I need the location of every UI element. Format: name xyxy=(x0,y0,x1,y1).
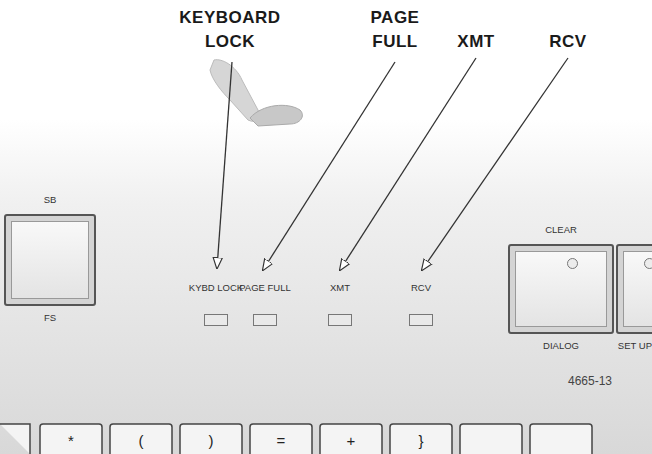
indicator-lamp xyxy=(409,314,433,326)
finger-sketch xyxy=(210,60,259,122)
key-label: SET UP xyxy=(618,340,652,351)
key-label: FS xyxy=(0,312,114,323)
function-key: SBFS xyxy=(4,214,96,306)
indicator-light: XMT xyxy=(300,282,380,293)
indicator-light: PAGE FULL xyxy=(225,282,305,293)
indicator-label: PAGE FULL xyxy=(225,282,305,293)
key-label: CLEAR xyxy=(490,224,632,235)
leader-lines xyxy=(217,58,568,270)
indicator-label: XMT xyxy=(300,282,380,293)
figure-number: 4665-13 xyxy=(550,374,630,388)
indicator-light: RCV xyxy=(381,282,461,293)
key-legend: * xyxy=(61,432,81,449)
key-row xyxy=(0,424,592,454)
callout-label: PAGE FULL xyxy=(360,6,430,54)
key-legend: = xyxy=(271,432,291,449)
indicator-label: RCV xyxy=(381,282,461,293)
key-label: SB xyxy=(0,194,114,205)
key-marker xyxy=(567,258,578,269)
dialog-key: CLEARDIALOG xyxy=(508,244,614,334)
callout-label: RCV xyxy=(538,30,598,54)
indicator-lamp xyxy=(204,314,228,326)
finger-sketch xyxy=(250,105,302,126)
key-label: DIALOG xyxy=(490,340,632,351)
key-legend: + xyxy=(341,432,361,449)
callout-label: KEYBOARD LOCK xyxy=(175,6,285,54)
key-marker xyxy=(644,258,652,269)
key-legend: ( xyxy=(131,432,151,449)
key-legend: } xyxy=(411,432,431,449)
indicator-lamp xyxy=(253,314,277,326)
indicator-lamp xyxy=(328,314,352,326)
callout-label: XMT xyxy=(446,30,506,54)
setup-key: SET UP xyxy=(616,244,652,334)
key-legend: ) xyxy=(201,432,221,449)
